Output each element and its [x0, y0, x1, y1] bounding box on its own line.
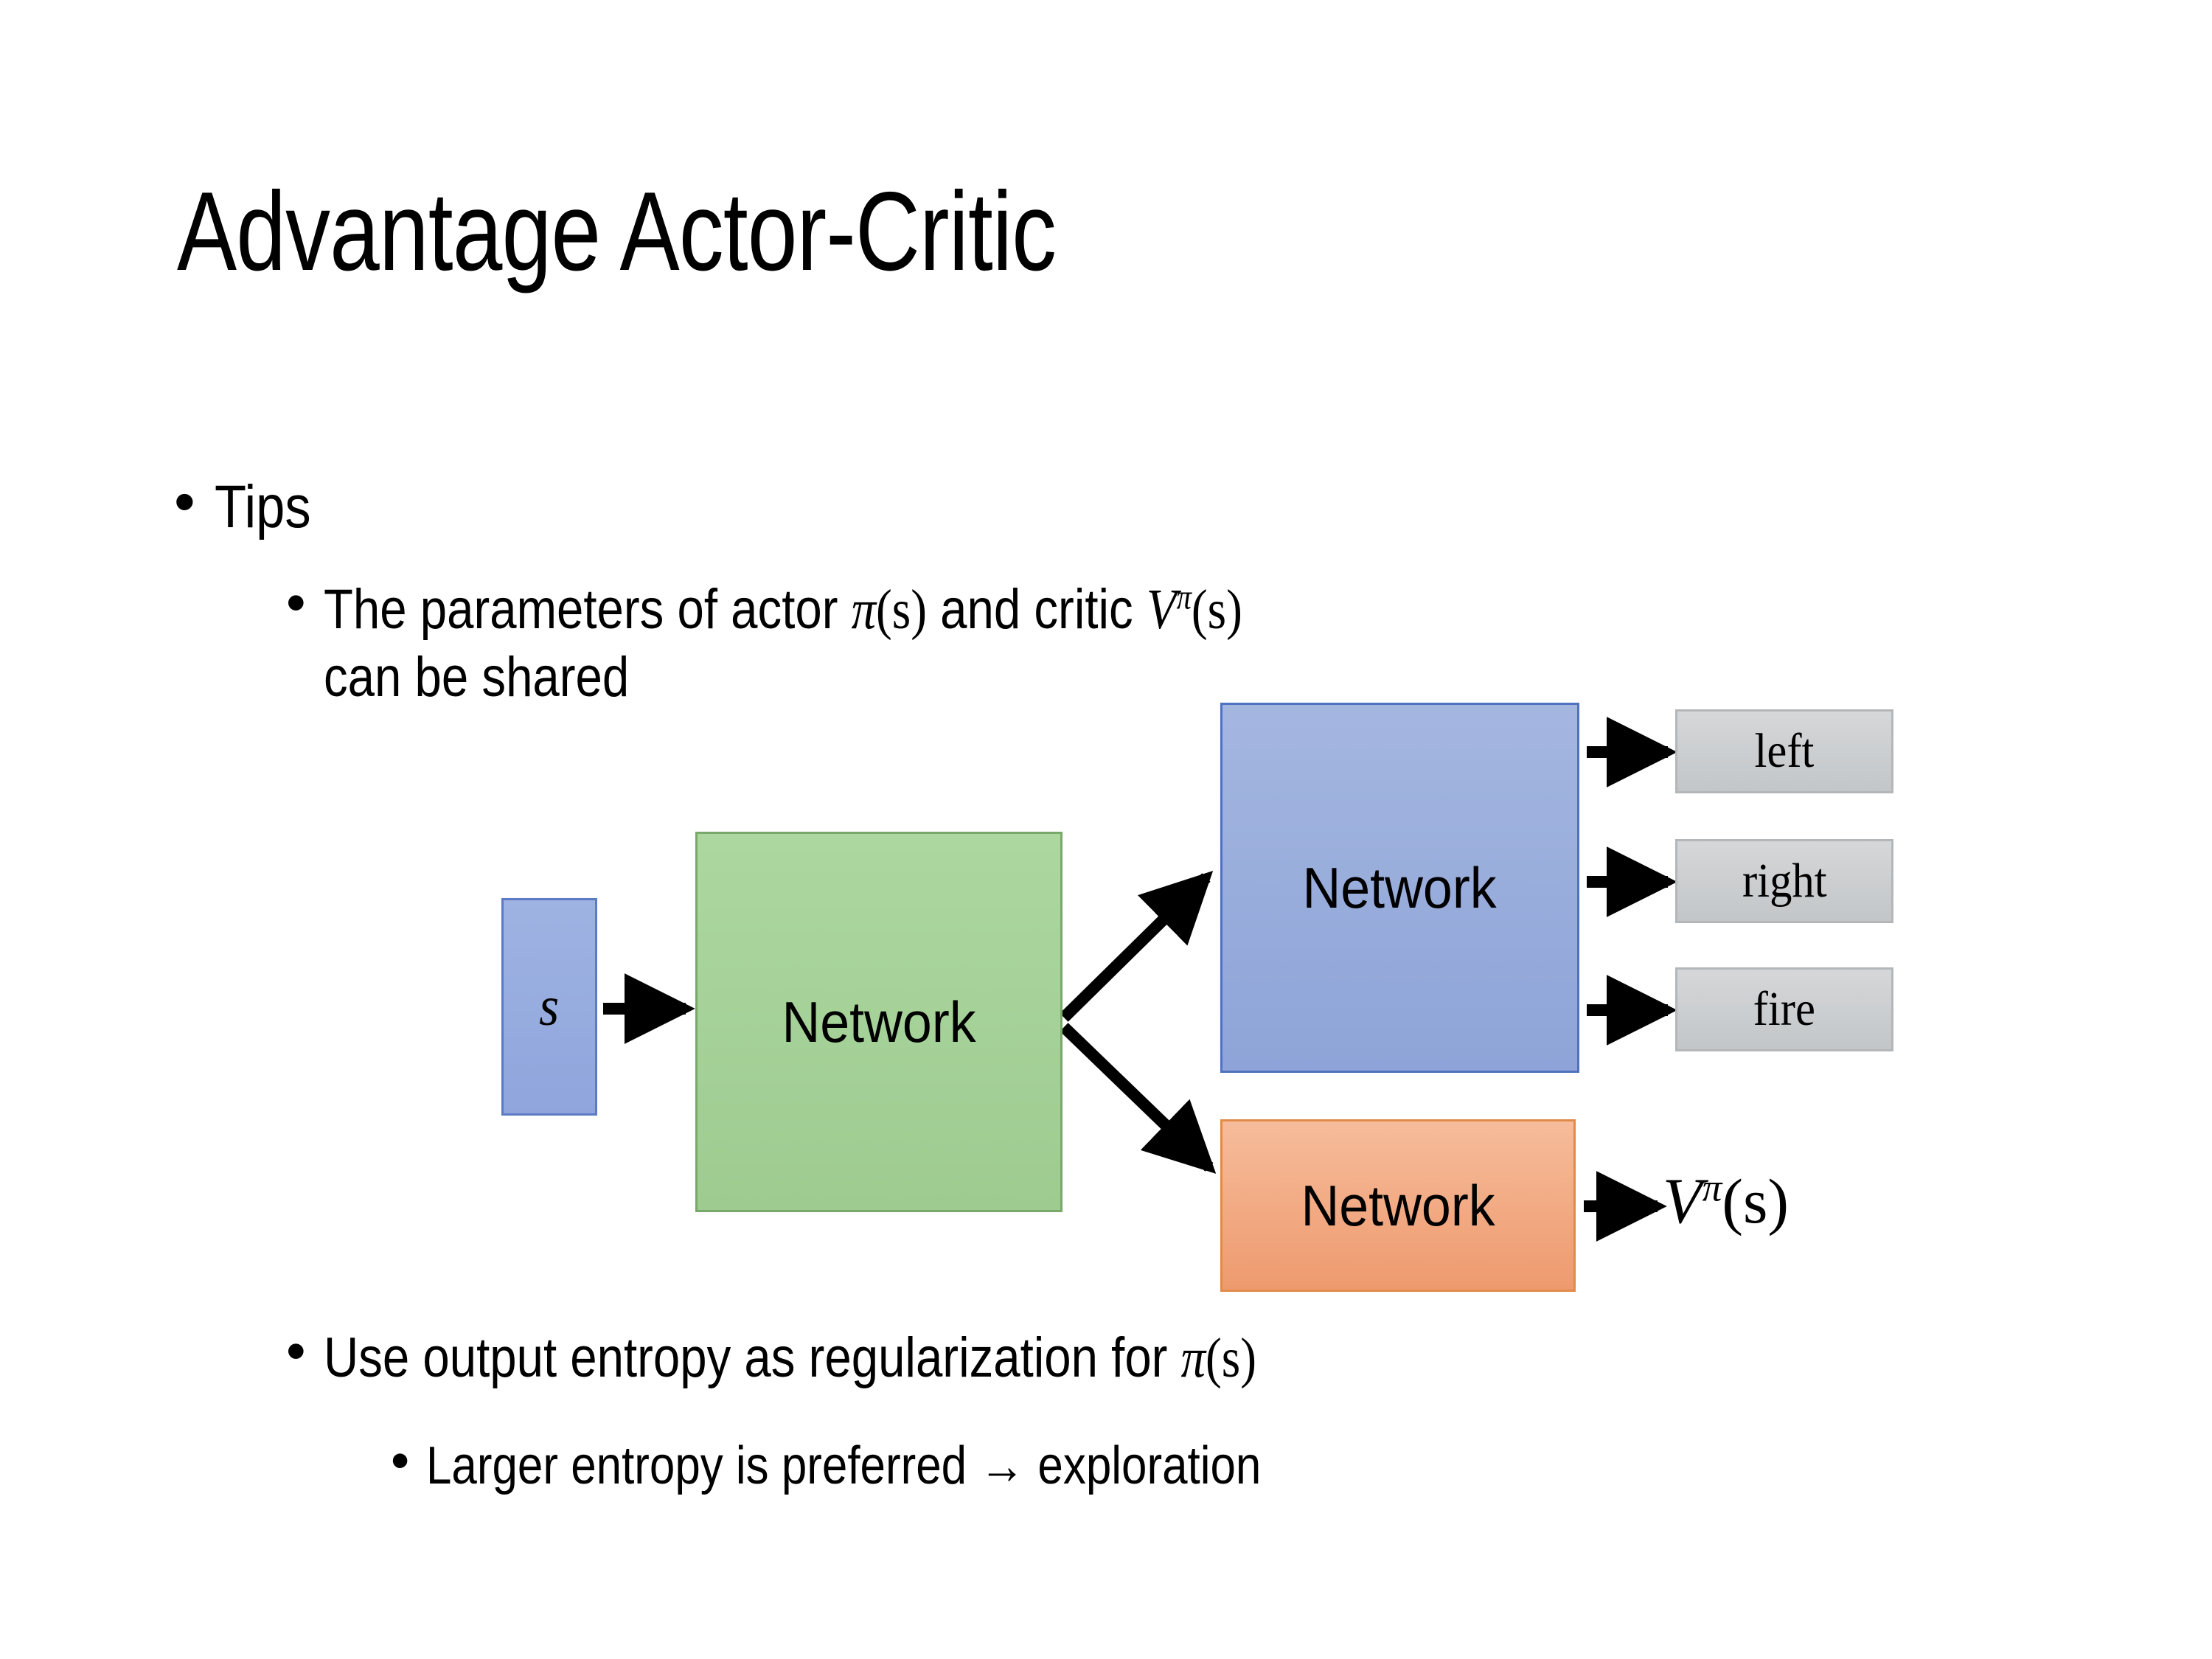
action-output-right[interactable]: right: [1675, 839, 1893, 923]
action-output-fire-label: fire: [1753, 982, 1816, 1036]
input-state-box[interactable]: s: [501, 898, 597, 1116]
arrow-shared-to-critic: [1060, 1023, 1217, 1174]
params-v-symbol: V: [1146, 577, 1177, 641]
shared-network-label: Network: [782, 989, 976, 1054]
params-line2: can be shared: [323, 646, 630, 709]
shared-network-box[interactable]: Network: [695, 832, 1062, 1212]
bullet-entropy-text: Use output entropy as regularization for…: [324, 1324, 1256, 1392]
entropy-pi-arg: (s): [1205, 1327, 1256, 1389]
bullet-marker-icon: •: [174, 468, 195, 535]
params-prefix: The parameters of actor: [323, 578, 852, 641]
params-pi-arg: (s): [875, 579, 927, 641]
action-output-right-label: right: [1742, 854, 1827, 908]
bullet-parameters-text: The parameters of actor π(s) and critic …: [324, 575, 1242, 711]
actor-network-box[interactable]: Network: [1220, 703, 1579, 1073]
page-title: Advantage Actor-Critic: [177, 169, 1057, 294]
bullet-marker-icon: •: [391, 1431, 410, 1490]
value-v-symbol: V: [1663, 1165, 1703, 1237]
bullet-marker-icon: •: [286, 1320, 306, 1382]
bullet-output-entropy: • Use output entropy as regularization f…: [286, 1324, 1408, 1392]
entropy-pi-symbol: π: [1180, 1326, 1206, 1389]
bullet-marker-icon: •: [286, 571, 306, 634]
bullet-parameters-shared: • The parameters of actor π(s) and criti…: [286, 575, 1392, 711]
bullet-tips: • Tips: [174, 472, 327, 543]
value-v-arg: (s): [1722, 1166, 1790, 1237]
action-output-fire[interactable]: fire: [1675, 967, 1893, 1051]
params-mid: and critic: [926, 578, 1147, 641]
bullet-tips-label: Tips: [214, 473, 311, 540]
critic-network-box[interactable]: Network: [1220, 1119, 1576, 1292]
value-function-output-label: Vπ(s): [1663, 1164, 1789, 1238]
bullet-larger-entropy-label: Larger entropy is preferred → exploratio…: [426, 1436, 1262, 1495]
action-output-left[interactable]: left: [1675, 709, 1893, 793]
params-v-arg: (s): [1191, 579, 1242, 641]
params-pi-symbol: π: [851, 577, 876, 641]
value-v-superscript: π: [1702, 1165, 1722, 1210]
input-state-label: s: [539, 975, 560, 1037]
params-v-superscript: π: [1176, 578, 1192, 617]
action-output-left-label: left: [1754, 724, 1815, 778]
entropy-prefix: Use output entropy as regularization for: [323, 1326, 1181, 1389]
critic-network-label: Network: [1301, 1172, 1495, 1238]
actor-network-label: Network: [1302, 855, 1498, 920]
bullet-larger-entropy: • Larger entropy is preferred → explorat…: [391, 1434, 1397, 1498]
arrow-shared-to-actor: [1060, 871, 1214, 1022]
